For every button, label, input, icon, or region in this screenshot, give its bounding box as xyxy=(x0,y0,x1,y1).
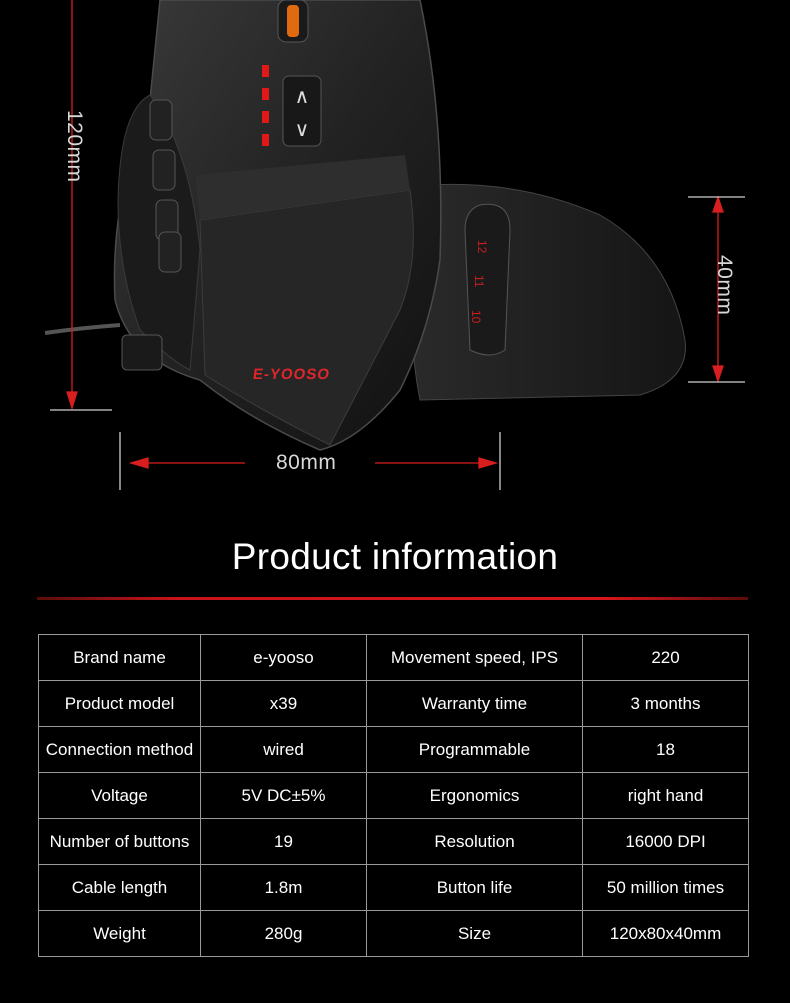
spec-value: 19 xyxy=(200,818,367,865)
product-hero: 12 11 10 ∧ ∨ xyxy=(44,0,745,490)
height-dimension-label: 120mm xyxy=(63,110,86,183)
spec-value: 16000 DPI xyxy=(582,818,749,865)
section-title: Product information xyxy=(231,536,559,577)
spec-value: 1.8m xyxy=(200,864,367,911)
svg-text:∧: ∧ xyxy=(295,84,310,108)
svg-text:12: 12 xyxy=(475,240,489,254)
table-row: Number of buttons 19 Resolution 16000 DP… xyxy=(38,818,749,865)
spec-value: 120x80x40mm xyxy=(582,910,749,957)
table-row: Connection method wired Programmable 18 xyxy=(38,726,749,773)
spec-value: 5V DC±5% xyxy=(200,772,367,819)
spec-label: Movement speed, IPS xyxy=(366,634,583,681)
spec-value: 3 months xyxy=(582,680,749,727)
svg-text:10: 10 xyxy=(469,310,483,324)
spec-value: 18 xyxy=(582,726,749,773)
spec-label: Size xyxy=(366,910,583,957)
spec-label: Weight xyxy=(38,910,201,957)
table-row: Weight 280g Size 120x80x40mm xyxy=(38,910,749,957)
spec-label: Warranty time xyxy=(366,680,583,727)
spec-table: Brand name e-yooso Movement speed, IPS 2… xyxy=(38,634,749,957)
table-row: Brand name e-yooso Movement speed, IPS 2… xyxy=(38,634,749,681)
svg-text:11: 11 xyxy=(472,275,486,288)
spec-label: Product model xyxy=(38,680,201,727)
width-dimension-label: 80mm xyxy=(276,451,337,474)
spec-label: Number of buttons xyxy=(38,818,201,865)
spec-value: 50 million times xyxy=(582,864,749,911)
table-row: Product model x39 Warranty time 3 months xyxy=(38,680,749,727)
spec-value: wired xyxy=(200,726,367,773)
svg-text:∨: ∨ xyxy=(295,117,310,141)
spec-label: Button life xyxy=(366,864,583,911)
title-divider xyxy=(37,597,748,600)
mouse-illustration: 12 11 10 ∧ ∨ xyxy=(44,0,745,490)
table-row: Cable length 1.8m Button life 50 million… xyxy=(38,864,749,911)
spec-value: 280g xyxy=(200,910,367,957)
spec-label: Cable length xyxy=(38,864,201,911)
spec-label: Connection method xyxy=(38,726,201,773)
spec-value: x39 xyxy=(200,680,367,727)
spec-label: Voltage xyxy=(38,772,201,819)
spec-value: right hand xyxy=(582,772,749,819)
depth-dimension-label: 40mm xyxy=(713,255,736,316)
spec-label: Brand name xyxy=(38,634,201,681)
spec-label: Programmable xyxy=(366,726,583,773)
spec-value: 220 xyxy=(582,634,749,681)
spec-label: Resolution xyxy=(366,818,583,865)
product-logo: E-YOOSO xyxy=(251,366,332,383)
table-row: Voltage 5V DC±5% Ergonomics right hand xyxy=(38,772,749,819)
spec-label: Ergonomics xyxy=(366,772,583,819)
spec-value: e-yooso xyxy=(200,634,367,681)
